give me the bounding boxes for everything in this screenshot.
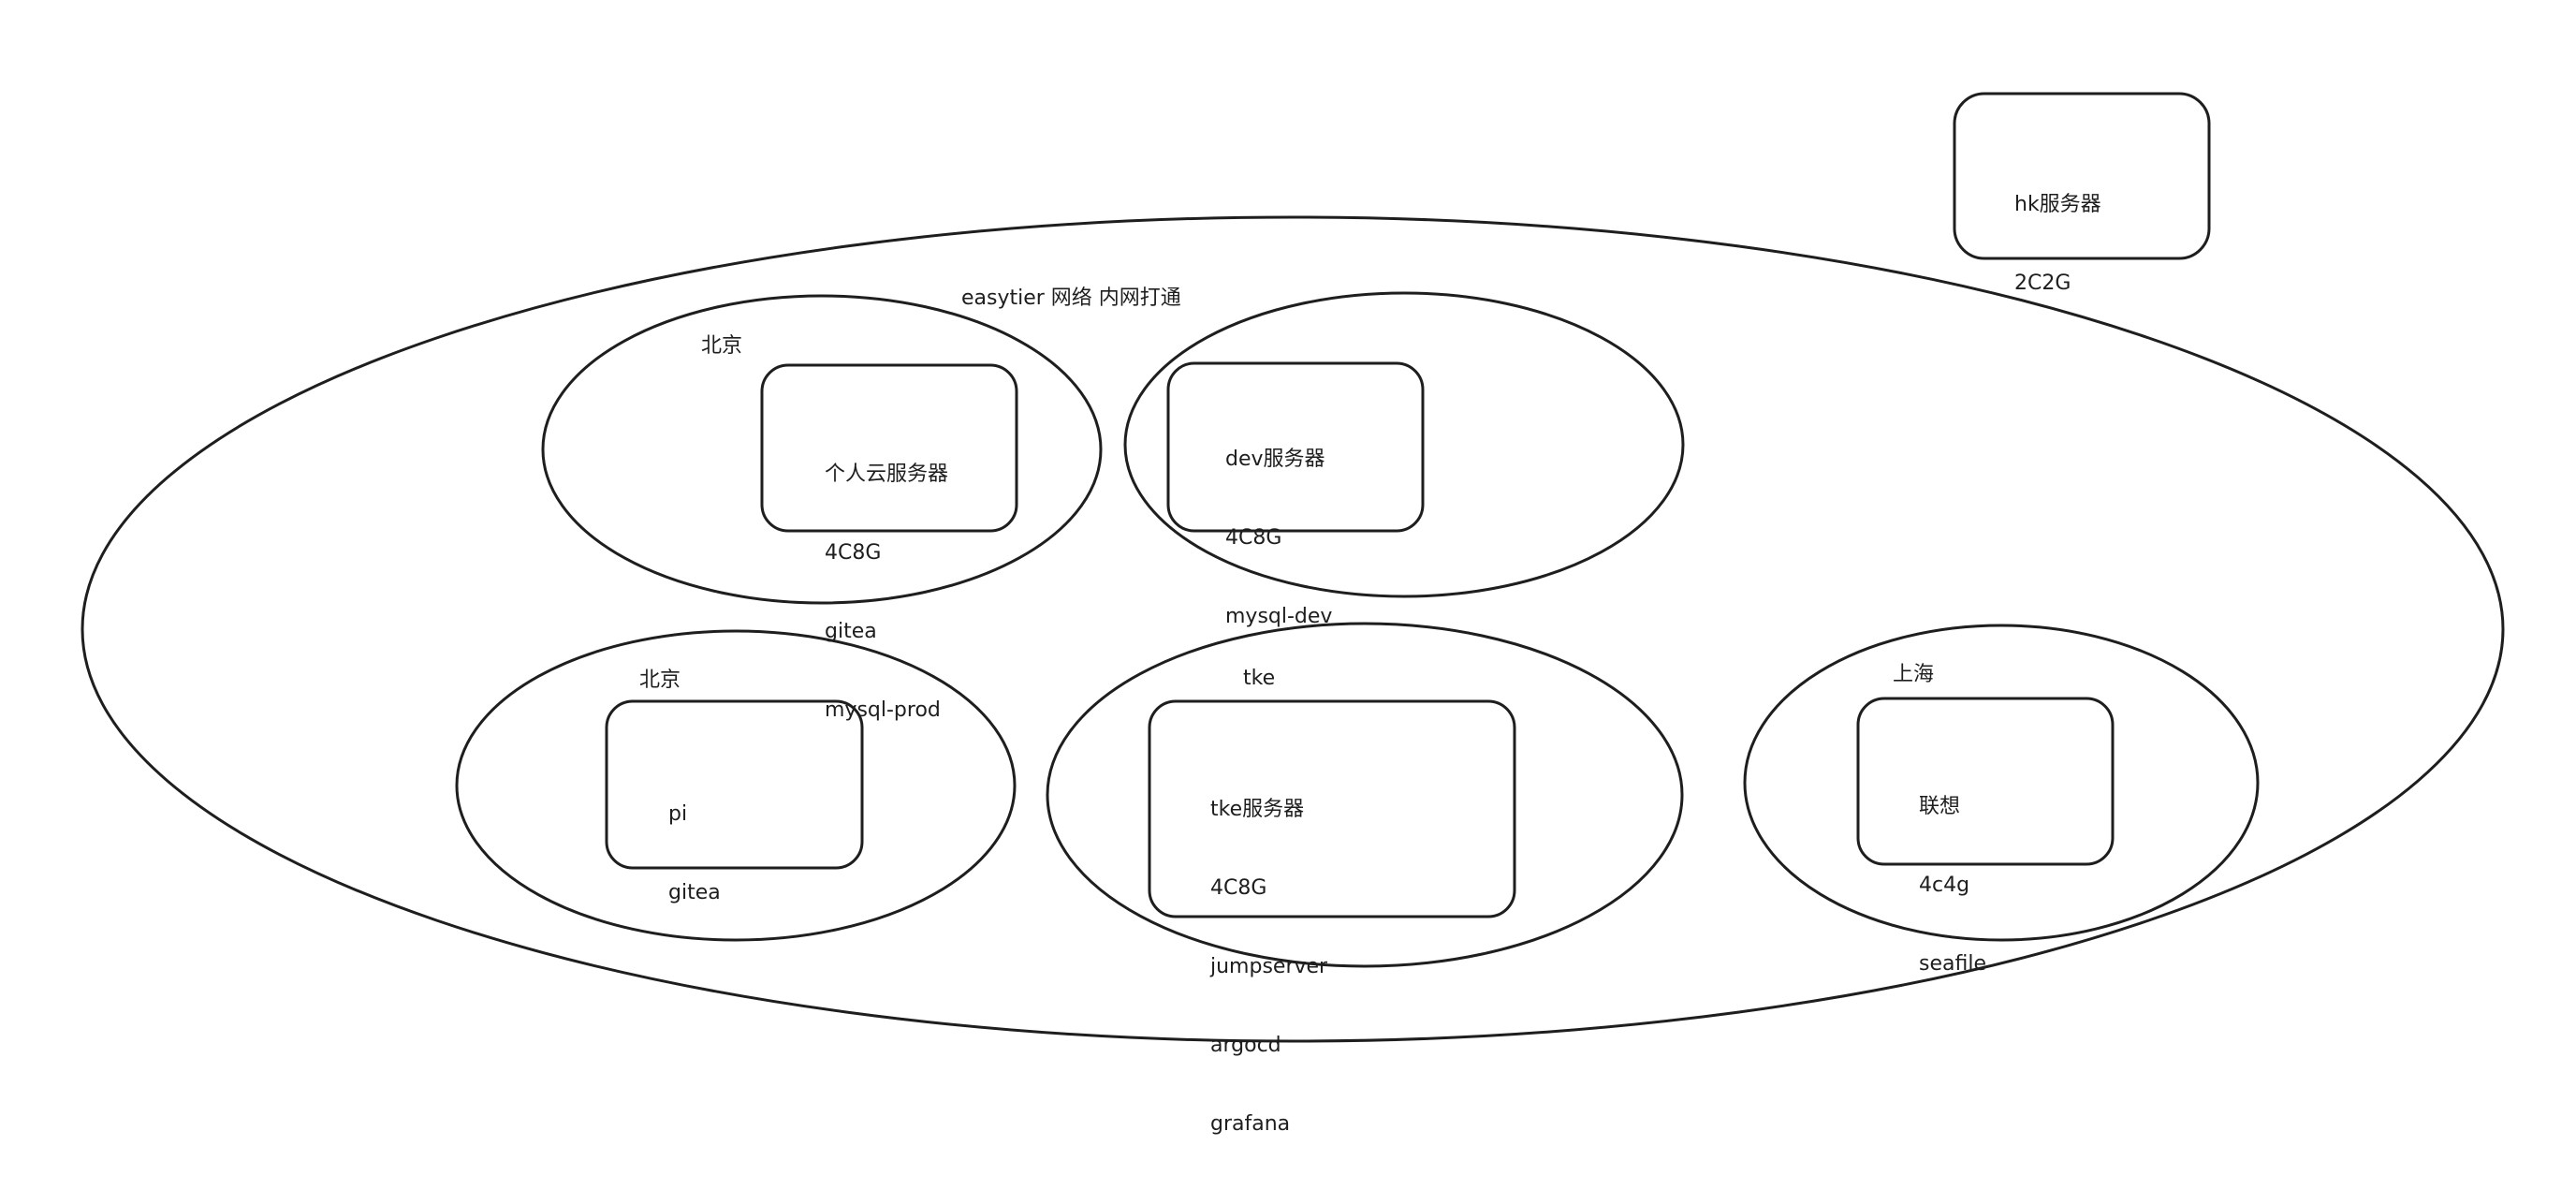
region-ellipse-beijing-2[interactable] (455, 629, 1017, 942)
server-line: mysql-dev (1225, 605, 1333, 628)
server-line: 4c4g (1919, 874, 1970, 897)
network-title: easytier 网络 内网打通 (961, 286, 1181, 310)
server-line: 联想 (1919, 795, 1961, 818)
server-text-dev: dev服务器 4C8G mysql-dev (1225, 394, 1332, 683)
region-ellipse-shanghai[interactable] (1743, 624, 2260, 942)
server-line: 4C8G (1225, 526, 1282, 550)
diagram-shapes (80, 92, 2505, 1043)
server-line: 4C8G (825, 541, 882, 565)
server-text-pi: pi gitea (668, 749, 721, 959)
server-text-personal-cloud: 个人云服务器 4C8G gitea mysql-prod (825, 409, 948, 776)
server-line: grafana (1210, 1112, 1291, 1136)
region-label: 上海 (1893, 663, 1935, 686)
server-line: gitea (825, 620, 877, 643)
server-box-hk[interactable] (1953, 92, 2211, 260)
hk-server-text: hk服务器 2C2G (2014, 140, 2101, 349)
region-ellipse-beijing-1[interactable] (541, 294, 1103, 605)
server-line: 2C2G (2014, 272, 2071, 295)
region-ellipse-dev[interactable] (1123, 291, 1685, 598)
server-line: 4C8G (1210, 876, 1267, 900)
server-line: mysql-prod (825, 698, 941, 722)
server-box-personal-cloud[interactable] (760, 363, 1018, 533)
server-line: jumpserver (1210, 955, 1328, 978)
diagram-canvas: easytier 网络 内网打通 hk服务器 2C2G 北京 个人云服务器 4C… (80, 92, 2505, 1136)
server-line: dev服务器 (1225, 448, 1325, 471)
server-line: hk服务器 (2014, 193, 2101, 216)
server-box-dev[interactable] (1166, 361, 1425, 533)
region-label: 北京 (639, 668, 681, 692)
server-line: 个人云服务器 (825, 463, 949, 486)
region-label: 北京 (701, 334, 743, 358)
server-box-lenovo[interactable] (1856, 697, 2115, 866)
easytier-network-ellipse[interactable] (80, 215, 2505, 1043)
server-text-lenovo: 联想 4c4g seafile (1919, 742, 1986, 1030)
server-box-tke[interactable] (1148, 699, 1516, 918)
server-line: argocd (1210, 1034, 1281, 1057)
server-line: seafile (1919, 952, 1986, 976)
region-ellipse-tke[interactable] (1046, 622, 1684, 968)
server-text-tke: tke服务器 4C8G jumpserver argocd grafana (1210, 744, 1327, 1190)
server-line: gitea (668, 881, 721, 904)
server-line: tke服务器 (1210, 798, 1305, 821)
server-line: pi (668, 802, 688, 826)
region-label: tke (1243, 667, 1276, 690)
server-box-pi[interactable] (605, 699, 864, 870)
